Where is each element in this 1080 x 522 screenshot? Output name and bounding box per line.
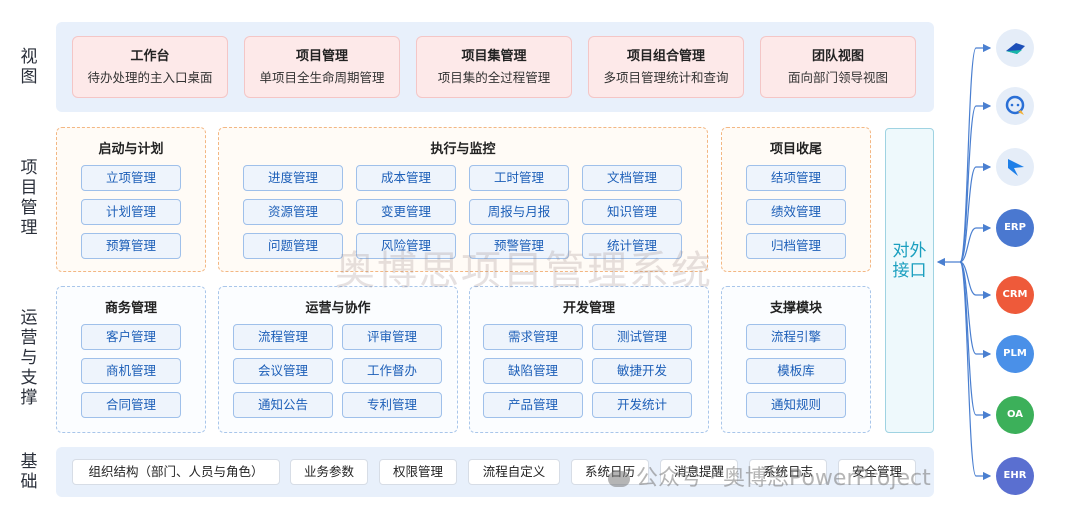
module-button[interactable]: 流程管理	[233, 324, 333, 350]
external-interface-panel[interactable]: 对外接口	[885, 128, 934, 433]
view-card-subtitle: 多项目管理统计和查询	[603, 70, 729, 85]
group-title: 开发管理	[562, 301, 615, 316]
view-card-subtitle: 单项目全生命周期管理	[259, 70, 385, 85]
row-label-base: 基础	[20, 452, 38, 492]
footer-watermark-text: 公众号 · 奥博思PowerProject	[636, 466, 931, 491]
base-chip-notification[interactable]: 消息提醒	[660, 459, 738, 485]
module-button[interactable]: 预算管理	[81, 233, 181, 259]
group-title: 执行与监控	[430, 142, 496, 157]
view-card-portfolio[interactable]: 项目组合管理 多项目管理统计和查询	[588, 36, 744, 98]
view-card-program[interactable]: 项目集管理 项目集的全过程管理	[416, 36, 572, 98]
chat-bubble-icon[interactable]	[996, 87, 1034, 125]
module-button[interactable]: 流程引擎	[746, 324, 846, 350]
group-title: 启动与计划	[98, 142, 164, 157]
module-button[interactable]: 专利管理	[342, 392, 442, 418]
plm-icon[interactable]: PLM	[996, 335, 1034, 373]
view-card-title: 团队视图	[811, 49, 864, 64]
module-button[interactable]: 测试管理	[592, 324, 692, 350]
base-chip-params[interactable]: 业务参数	[290, 459, 368, 485]
view-card-title: 工作台	[130, 49, 170, 64]
module-button[interactable]: 归档管理	[746, 233, 846, 259]
module-button[interactable]: 合同管理	[81, 392, 181, 418]
module-button[interactable]: 统计管理	[582, 233, 682, 259]
module-button[interactable]: 评审管理	[342, 324, 442, 350]
ehr-icon[interactable]: EHR	[996, 457, 1034, 495]
module-button[interactable]: 计划管理	[81, 199, 181, 225]
module-button[interactable]: 风险管理	[356, 233, 456, 259]
view-card-project[interactable]: 项目管理 单项目全生命周期管理	[244, 36, 400, 98]
row-label-view: 视图	[20, 47, 38, 87]
base-chip-workflow[interactable]: 流程自定义	[468, 459, 560, 485]
group-title: 运营与协作	[305, 301, 371, 316]
view-card-title: 项目管理	[295, 49, 348, 64]
module-button[interactable]: 资源管理	[243, 199, 343, 225]
module-button[interactable]: 客户管理	[81, 324, 181, 350]
module-button[interactable]: 通知公告	[233, 392, 333, 418]
watermark: 奥博思项目管理系统	[335, 248, 713, 294]
chat-bubble-icon-glyph	[1005, 95, 1025, 115]
group-title: 商务管理	[104, 301, 157, 316]
feishu-icon[interactable]	[996, 29, 1034, 67]
module-button[interactable]: 工时管理	[469, 165, 569, 191]
external-interface-label: 对外接口	[892, 241, 927, 281]
module-button[interactable]: 结项管理	[746, 165, 846, 191]
oa-icon[interactable]: OA	[996, 396, 1034, 434]
module-button[interactable]: 变更管理	[356, 199, 456, 225]
module-button[interactable]: 会议管理	[233, 358, 333, 384]
row-label-project: 项目管理	[20, 158, 38, 238]
footer-watermark: 公众号 · 奥博思PowerProject	[608, 460, 931, 492]
module-button[interactable]: 通知规则	[746, 392, 846, 418]
module-button[interactable]: 问题管理	[243, 233, 343, 259]
module-button[interactable]: 成本管理	[356, 165, 456, 191]
module-button[interactable]: 产品管理	[483, 392, 583, 418]
module-button[interactable]: 商机管理	[81, 358, 181, 384]
view-card-subtitle: 待办处理的主入口桌面	[87, 70, 213, 85]
view-card-title: 项目组合管理	[626, 49, 705, 64]
base-chip-org[interactable]: 组织结构（部门、人员与角色）	[72, 459, 280, 485]
base-chip-security[interactable]: 安全管理	[838, 459, 916, 485]
view-card-workbench[interactable]: 工作台 待办处理的主入口桌面	[72, 36, 228, 98]
module-button[interactable]: 绩效管理	[746, 199, 846, 225]
module-button[interactable]: 进度管理	[243, 165, 343, 191]
crm-icon[interactable]: CRM	[996, 276, 1034, 314]
wechat-icon	[608, 471, 630, 487]
view-card-title: 项目集管理	[461, 49, 527, 64]
module-button[interactable]: 模板库	[746, 358, 846, 384]
base-chip-log[interactable]: 系统日志	[749, 459, 827, 485]
module-button[interactable]: 文档管理	[582, 165, 682, 191]
view-card-subtitle: 项目集的全过程管理	[437, 70, 551, 85]
erp-icon[interactable]: ERP	[996, 209, 1034, 247]
view-card-team[interactable]: 团队视图 面向部门领导视图	[760, 36, 916, 98]
group-title: 支撑模块	[769, 301, 822, 316]
module-button[interactable]: 预警管理	[469, 233, 569, 259]
module-button[interactable]: 敏捷开发	[592, 358, 692, 384]
module-button[interactable]: 开发统计	[592, 392, 692, 418]
row-label-operation: 运营与支撑	[20, 308, 38, 408]
module-button[interactable]: 立项管理	[81, 165, 181, 191]
view-card-subtitle: 面向部门领导视图	[787, 70, 888, 85]
feishu-icon-glyph	[1006, 43, 1025, 54]
module-button[interactable]: 知识管理	[582, 199, 682, 225]
module-button[interactable]: 工作督办	[342, 358, 442, 384]
module-button[interactable]: 缺陷管理	[483, 358, 583, 384]
group-title: 项目收尾	[769, 142, 822, 157]
module-button[interactable]: 周报与月报	[469, 199, 569, 225]
module-button[interactable]: 需求管理	[483, 324, 583, 350]
dingtalk-icon-glyph	[1008, 159, 1024, 176]
base-chip-permissions[interactable]: 权限管理	[379, 459, 457, 485]
dingtalk-icon[interactable]	[996, 148, 1034, 186]
